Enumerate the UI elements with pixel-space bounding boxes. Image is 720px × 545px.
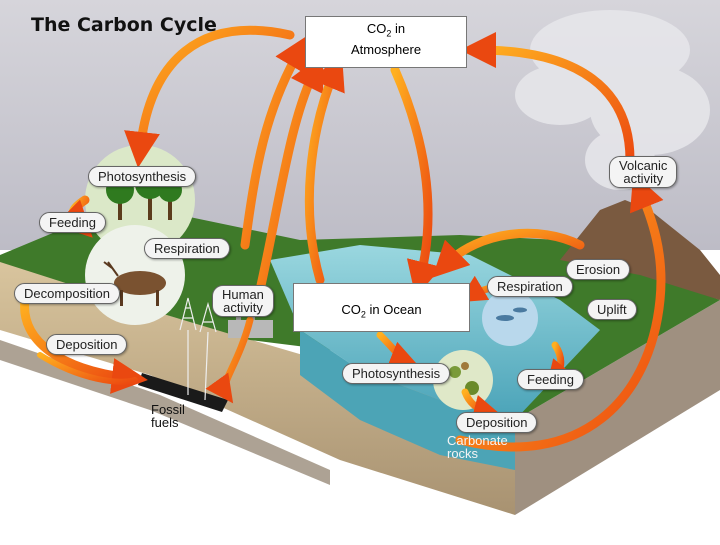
label-feeding-ocean: Feeding	[517, 369, 584, 390]
label-deposition-ocean: Deposition	[456, 412, 538, 433]
co2-ocean-suffix: in Ocean	[365, 302, 422, 317]
co2-atmosphere-suffix: in	[391, 21, 406, 36]
label-respiration-ocean: Respiration	[487, 276, 573, 297]
label-photosynthesis-land: Photosynthesis	[88, 166, 197, 187]
label-volcanic-activity-line1: Volcanic	[619, 158, 668, 173]
label-fossil-fuels-line1: Fossil	[151, 402, 185, 417]
label-human-activity: Human activity	[212, 285, 274, 317]
label-deposition-land: Deposition	[46, 334, 128, 355]
label-fossil-fuels-line2: fuels	[151, 415, 179, 430]
label-human-activity-line1: Human	[222, 287, 264, 302]
fish	[482, 290, 538, 346]
label-erosion: Erosion	[566, 259, 631, 280]
label-carbonate-rocks-line2: rocks	[447, 446, 479, 461]
label-feeding-land: Feeding	[39, 212, 106, 233]
label-human-activity-line2: activity	[223, 300, 263, 315]
label-photosynthesis-ocean: Photosynthesis	[342, 363, 451, 384]
co2-atmosphere-box: CO2 in Atmosphere	[305, 16, 467, 68]
diagram-title: The Carbon Cycle	[31, 14, 217, 36]
label-carbonate-rocks-line1: Carbonate	[447, 433, 508, 448]
label-decomposition: Decomposition	[14, 283, 120, 304]
label-volcanic-activity-line2: activity	[623, 171, 664, 186]
label-volcanic-activity: Volcanic activity	[609, 156, 678, 188]
label-respiration-land: Respiration	[144, 238, 230, 259]
label-carbonate-rocks: Carbonate rocks	[447, 434, 508, 460]
bedrock-layer	[0, 300, 720, 540]
label-uplift: Uplift	[587, 299, 637, 320]
co2-atmosphere-subscript: 2	[386, 28, 392, 39]
co2-ocean-box: CO2 in Ocean	[293, 283, 470, 332]
co2-ocean-prefix: CO	[341, 302, 361, 317]
plankton	[433, 350, 493, 410]
co2-atmosphere-line2: Atmosphere	[350, 41, 422, 57]
carbon-flow-arrows	[20, 25, 666, 452]
label-fossil-fuels: Fossil fuels	[151, 403, 185, 429]
co2-atmosphere-prefix: CO	[366, 21, 387, 36]
volcano	[560, 200, 720, 300]
co2-ocean-subscript: 2	[360, 309, 366, 320]
volcanic-plume	[515, 10, 710, 190]
ocean-front	[300, 330, 515, 470]
